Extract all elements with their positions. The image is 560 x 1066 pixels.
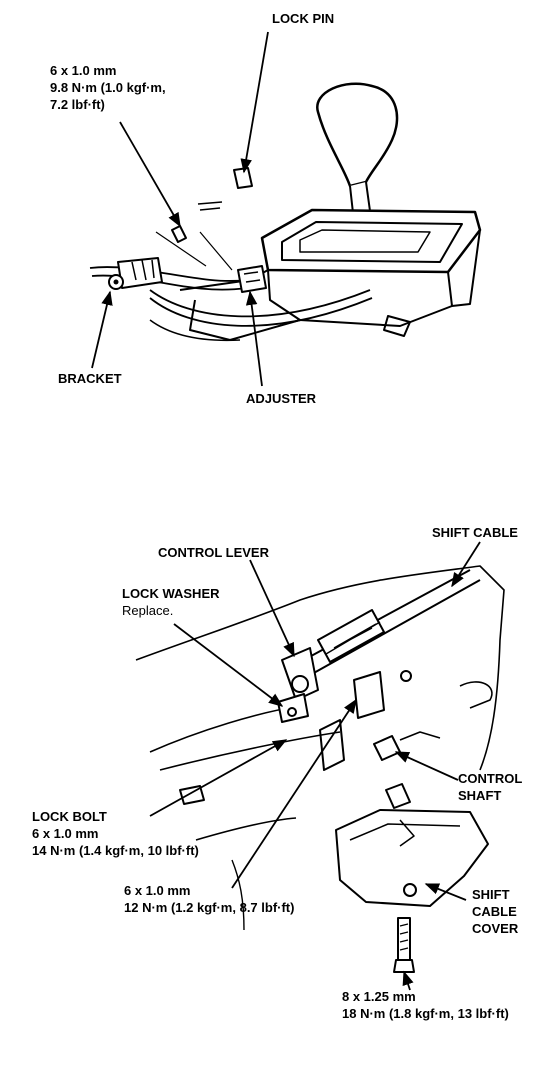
- control-lever-label: CONTROL LEVER: [158, 545, 269, 560]
- top-leader-arrows: [91, 31, 269, 387]
- bracket-part: [117, 257, 163, 289]
- bottom-leader-arrows: [149, 541, 481, 991]
- adjuster-leader: [245, 290, 263, 387]
- lock-bolt-group: LOCK BOLT 6 x 1.0 mm 14 N·m (1.4 kgf·m, …: [32, 808, 199, 859]
- cover-bolt-group: 8 x 1.25 mm 18 N·m (1.8 kgf·m, 13 lbf·ft…: [342, 988, 509, 1022]
- cover-bolt-leader: [402, 970, 414, 991]
- control-shaft-leader: [394, 751, 459, 781]
- transmission-case: [135, 565, 505, 771]
- shift-cable-label: SHIFT CABLE: [432, 525, 518, 540]
- cover-bolt-size: 8 x 1.25 mm: [342, 989, 416, 1004]
- control-shaft-part: [373, 735, 401, 761]
- control-shaft-label-1: CONTROL: [458, 771, 523, 786]
- lock-bolt-leader: [149, 739, 288, 817]
- top-bolt-spec: 6 x 1.0 mm 9.8 N·m (1.0 kgf·m, 7.2 lbf·f…: [50, 62, 166, 113]
- lock-washer-group: LOCK WASHER Replace.: [122, 585, 220, 619]
- lower-bolt: [397, 917, 411, 961]
- control-shaft-label-2: SHAFT: [458, 788, 502, 803]
- control-shaft-group: CONTROL SHAFT: [458, 770, 522, 804]
- adjuster-label: ADJUSTER: [246, 391, 317, 406]
- cover-bolt-torque: 18 N·m (1.8 kgf·m, 13 lbf·ft): [342, 1006, 509, 1021]
- lock-pin-leader: [240, 31, 269, 174]
- lock-washer-label: LOCK WASHER: [122, 586, 220, 601]
- adjuster-part: [237, 265, 267, 293]
- lock-bolt-size: 6 x 1.0 mm: [32, 826, 99, 841]
- lock-bolt-label: LOCK BOLT: [32, 809, 107, 824]
- shift-knob: [316, 82, 399, 188]
- cable: [89, 266, 247, 291]
- upper-bolt: [385, 783, 411, 809]
- control-lever-leader: [249, 559, 295, 658]
- shift-cable-cover-part: [335, 809, 489, 907]
- lock-pin-label: LOCK PIN: [272, 11, 335, 26]
- shift-cable-cover-label-1: SHIFT: [472, 887, 510, 902]
- lock-washer-leader: [173, 623, 284, 707]
- shift-cable-cover-label-3: COVER: [472, 921, 519, 936]
- bolt: [171, 225, 187, 243]
- top-bolt-torque: 9.8 N·m (1.0 kgf·m,: [50, 80, 166, 95]
- middle-bolt-size: 6 x 1.0 mm: [124, 883, 191, 898]
- middle-bolt-group: 6 x 1.0 mm 12 N·m (1.2 kgf·m, 8.7 lbf·ft…: [124, 882, 294, 916]
- middle-bolt-torque: 12 N·m (1.2 kgf·m, 8.7 lbf·ft): [124, 900, 295, 915]
- bracket-leader: [91, 290, 113, 369]
- shift-cable-cover-label-2: CABLE: [472, 904, 517, 919]
- control-lever-part: [281, 647, 319, 701]
- top-bolt-torque-lbf: 7.2 lbf·ft): [50, 97, 105, 112]
- shift-cable-cover-group: SHIFT CABLE COVER: [472, 886, 518, 937]
- bottom-illustration: [135, 565, 505, 973]
- middle-bolt-leader: [231, 698, 357, 889]
- lock-washer-note: Replace.: [122, 603, 174, 618]
- shift-console: [260, 208, 482, 274]
- shift-cable-cover-leader: [424, 883, 467, 901]
- bolt-spec-leader: [119, 121, 181, 228]
- lock-bolt-torque: 14 N·m (1.4 kgf·m, 10 lbf·ft): [32, 843, 199, 858]
- shift-cable-leader: [451, 541, 481, 588]
- top-bolt-size: 6 x 1.0 mm: [50, 63, 117, 78]
- top-illustration: [89, 82, 482, 342]
- bracket-label: BRACKET: [58, 371, 122, 386]
- lock-pin-part: [233, 167, 253, 189]
